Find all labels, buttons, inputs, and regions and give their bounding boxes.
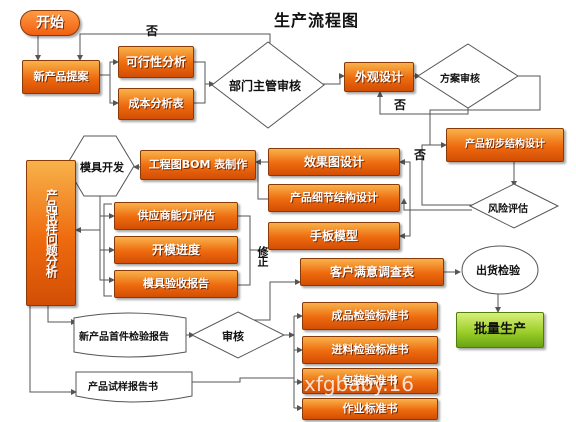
connector-risk-detail [401, 198, 472, 211]
connector-trial-first [47, 306, 77, 325]
shipment-inspection-label: 出货检验 [476, 264, 520, 277]
dept-review-label: 部门主管审核 [229, 79, 302, 93]
no-label-risk: 否 [414, 148, 427, 162]
shipment-circle [461, 245, 539, 295]
incoming-std-node: 进料检验标准书 [302, 336, 438, 364]
connector-risk-reject [421, 144, 472, 206]
watermark: xfgbaby.16 [304, 372, 415, 396]
trial-report-label: 产品试样报告书 [88, 382, 158, 393]
correction-label: 修正 [256, 246, 269, 266]
finished-std-node: 成品检验标准书 [302, 302, 438, 330]
trial-issue-node: 产品试样问题分析 [26, 160, 76, 306]
feasibility-analysis-node: 可行性分析 [118, 46, 194, 78]
initial-structure-node: 产品初步结构设计 [446, 128, 564, 162]
page-title: 生产流程图 [274, 11, 360, 30]
hand-model-node: 手板模型 [268, 222, 400, 250]
mass-production-node: 批量生产 [456, 312, 544, 348]
connector-review-appearance [322, 73, 345, 85]
connector-mold-down [99, 196, 115, 283]
mold-dev-label: 模具开发 [80, 161, 124, 174]
work-std-node: 作业标准书 [302, 398, 438, 420]
start-node: 开始 [20, 10, 80, 36]
connector-mold-right [238, 215, 251, 286]
connector-detail-bom [257, 162, 268, 200]
risk-eval-diamond [468, 183, 560, 229]
plan-review-diamond [417, 43, 519, 109]
review-label: 审核 [222, 330, 244, 343]
no-label-plan: 否 [394, 98, 407, 112]
trial-report-shape [75, 371, 193, 403]
mold-group-brace [103, 203, 112, 297]
review-diamond [190, 311, 286, 359]
new-product-proposal-node: 新产品提案 [22, 60, 100, 94]
mold-acceptance-node: 模具验收报告 [114, 270, 238, 298]
connector-review-reject [77, 33, 271, 61]
connector-review-satisfaction [238, 279, 301, 321]
plan-review-label: 方案审核 [440, 74, 480, 85]
risk-eval-label: 风险评估 [488, 204, 528, 215]
connector-trial-report [29, 306, 77, 395]
connector-analyses-review [194, 61, 206, 104]
supplier-eval-node: 供应商能力评估 [114, 202, 238, 230]
connector-report-std [192, 377, 294, 383]
first-article-shape [73, 312, 187, 358]
connector-risk-hand [399, 210, 411, 239]
no-label-dept: 否 [146, 24, 159, 38]
cost-analysis-node: 成本分析表 [118, 88, 194, 120]
connector-plan-reject [377, 91, 469, 115]
connector-proposal-cost [109, 75, 119, 106]
connector-proposal-feasibility [100, 59, 119, 76]
detail-structure-node: 产品细节结构设计 [268, 184, 400, 212]
connector-risk-effect [399, 159, 411, 210]
satisfaction-survey-node: 客户满意调查表 [300, 258, 444, 286]
appearance-design-node: 外观设计 [344, 62, 414, 92]
mold-progress-node: 开模进度 [114, 236, 238, 264]
bom-node: 工程图BOM 表制作 [140, 150, 256, 180]
effect-design-node: 效果图设计 [268, 148, 400, 176]
packing-std-node: 包装标准书 [302, 368, 438, 394]
first-article-label: 新产品首件检验报告 [79, 332, 169, 343]
dept-review-diamond [211, 41, 325, 129]
